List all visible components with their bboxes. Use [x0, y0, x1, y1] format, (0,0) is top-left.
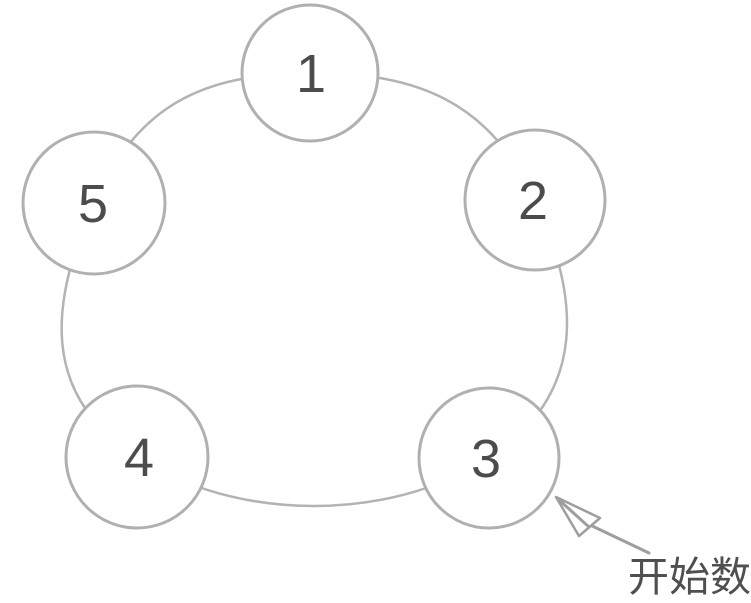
node-3: 3	[417, 386, 561, 530]
start-arrow-shaft	[586, 522, 651, 555]
node-4-circle	[64, 384, 210, 530]
node-2: 2	[463, 128, 607, 272]
annotation-label: 开始数	[628, 554, 751, 600]
node-5-label: 5	[78, 174, 108, 234]
node-4: 4	[64, 384, 210, 530]
node-2-label: 2	[518, 171, 548, 231]
node-5-circle	[21, 130, 167, 276]
node-1-circle	[240, 3, 380, 143]
node-3-label: 3	[471, 429, 501, 489]
node-3-circle	[417, 386, 561, 530]
node-1-label: 1	[296, 44, 326, 104]
node-1: 1	[240, 3, 380, 143]
node-2-circle	[463, 128, 607, 272]
node-4-label: 4	[124, 428, 154, 488]
start-arrow-head-midline	[556, 497, 591, 529]
node-5: 5	[21, 130, 167, 276]
start-arrow	[554, 495, 651, 555]
